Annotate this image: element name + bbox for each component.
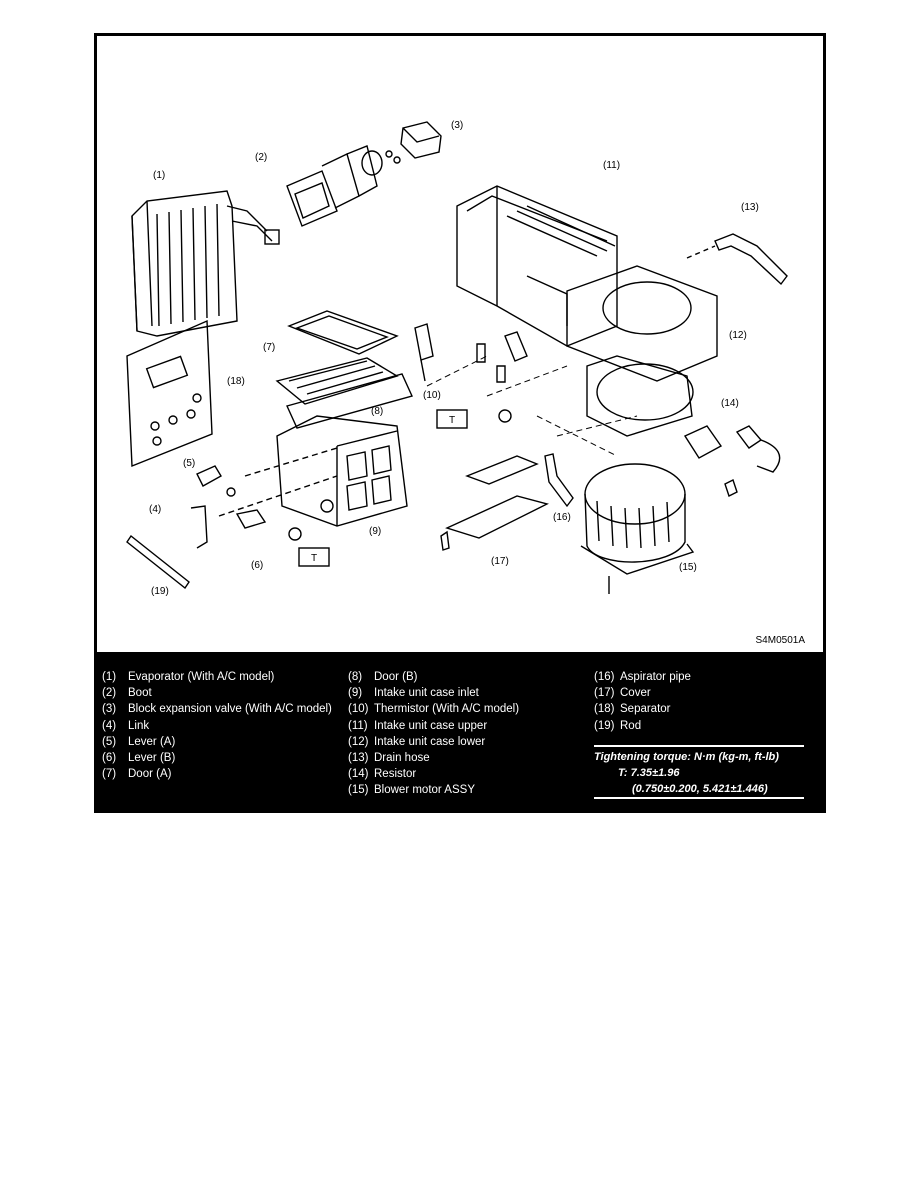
- legend-item: (8)Door (B): [348, 671, 418, 683]
- torque-heading: Tightening torque: N·m (kg-m, ft-lb): [594, 751, 779, 763]
- bolts-drawing: [288, 343, 512, 541]
- callout-1: (1): [153, 170, 165, 181]
- legend-item: (4)Link: [102, 719, 150, 732]
- cover-drawing: [440, 455, 549, 551]
- legend-item: (18)Separator: [594, 703, 671, 716]
- legend-item: (1)Evaporator (With A/C model): [102, 671, 275, 683]
- intake-case-inlet-drawing: [276, 415, 408, 527]
- intake-case-lower-drawing: [504, 265, 718, 437]
- torque-rule-bottom: [594, 797, 804, 799]
- callout-13: (13): [741, 202, 759, 213]
- callout-19: (19): [151, 586, 169, 597]
- callout-18: (18): [227, 376, 245, 387]
- legend-item: (13)Drain hose: [348, 752, 430, 765]
- torque-conversion: (0.750±0.200, 5.421±1.446): [632, 783, 768, 795]
- callout-16: (16): [553, 512, 571, 523]
- exploded-diagram: T T (1) (2) (3) (4) (5) (6) (7) (8) (9) …: [96, 35, 824, 653]
- legend-item: (2)Boot: [102, 687, 152, 700]
- legend-item: (3)Block expansion valve (With A/C model…: [102, 703, 332, 716]
- exploded-view-drawing: T T (1) (2) (3) (4) (5) (6) (7) (8) (9) …: [126, 120, 788, 597]
- callout-2: (2): [255, 152, 267, 163]
- tightening-mark-box-2: [298, 547, 330, 567]
- torque-rule-top: [594, 745, 804, 747]
- legend-item: (17)Cover: [594, 687, 651, 700]
- drain-hose-drawing: [686, 233, 788, 286]
- legend-item: (14)Resistor: [348, 768, 417, 781]
- legend-item: (11)Intake unit case upper: [348, 719, 488, 732]
- legend-column-3: (16)Aspirator pipe (17)Cover (18)Separat…: [594, 669, 816, 734]
- legend-item: (5)Lever (A): [102, 735, 176, 748]
- door-a-drawing: [275, 310, 413, 429]
- legend-item: (7)Door (A): [102, 768, 172, 781]
- legend-item: (10)Thermistor (With A/C model): [348, 703, 520, 716]
- torque-value: T: 7.35±1.96: [618, 767, 680, 779]
- legend-item: (15)Blower motor ASSY: [348, 784, 475, 797]
- callout-6: (6): [251, 560, 263, 571]
- legend-column-2: (8)Door (B) (9)Intake unit case inlet (1…: [348, 669, 568, 799]
- tightening-mark-box-1: [436, 409, 468, 429]
- boot-drawing: [286, 145, 378, 227]
- legend-column-1: (1)Evaporator (With A/C model) (2)Boot (…: [102, 669, 332, 782]
- callout-11: (11): [603, 160, 620, 171]
- legend-item: (6)Lever (B): [102, 752, 176, 765]
- block-expansion-valve-drawing: [361, 121, 442, 176]
- intake-case-upper-drawing: [456, 185, 618, 347]
- callout-12: (12): [729, 330, 747, 341]
- legend-item: (9)Intake unit case inlet: [348, 687, 479, 700]
- aspirator-pipe-drawing: [544, 453, 574, 508]
- callout-7: (7): [263, 342, 275, 353]
- figure-frame: T T (1) (2) (3) (4) (5) (6) (7) (8) (9) …: [94, 33, 826, 813]
- callout-15: (15): [679, 562, 697, 573]
- separator-drawing: [126, 319, 213, 468]
- evaporator-drawing: [131, 190, 280, 337]
- tightening-mark-2: T: [311, 553, 317, 564]
- callout-3: (3): [451, 120, 463, 131]
- blower-motor-drawing: [580, 463, 695, 594]
- tightening-torque-box: Tightening torque: N·m (kg-m, ft-lb) T: …: [594, 745, 804, 801]
- callout-14: (14): [721, 398, 739, 409]
- legend-item: (12)Intake unit case lower: [348, 735, 486, 748]
- lever-link-rod-drawing: [126, 447, 338, 590]
- callout-9: (9): [369, 526, 381, 537]
- callout-10: (10): [423, 390, 441, 401]
- tightening-mark-1: T: [449, 415, 455, 426]
- resistor-drawing: [683, 425, 781, 497]
- callout-5: (5): [183, 458, 195, 469]
- callout-4: (4): [149, 504, 161, 515]
- thermistor-drawing: [414, 323, 434, 382]
- callout-8: (8): [371, 406, 383, 417]
- parts-legend: (1)Evaporator (With A/C model) (2)Boot (…: [94, 661, 826, 813]
- legend-item: (16)Aspirator pipe: [594, 671, 691, 683]
- legend-item: (19)Rod: [594, 719, 642, 732]
- callout-17: (17): [491, 556, 509, 567]
- figure-code: S4M0501A: [755, 635, 805, 646]
